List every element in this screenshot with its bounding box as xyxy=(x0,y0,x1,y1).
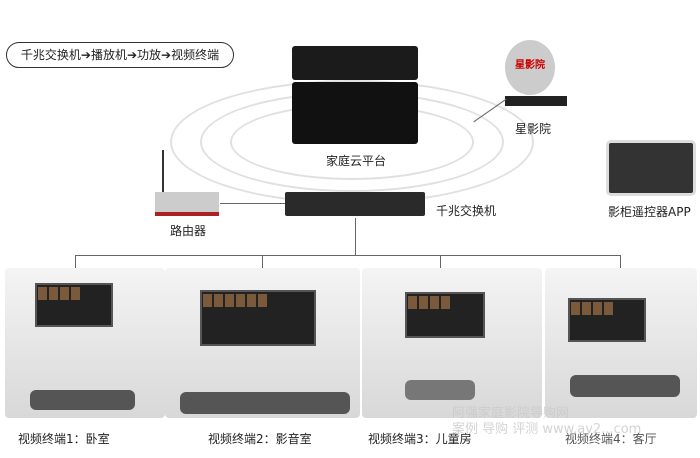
sofa-icon xyxy=(570,375,680,397)
terminal-label: 视频终端2：影音室 xyxy=(208,432,312,446)
link-line xyxy=(220,203,286,204)
tv-icon xyxy=(35,283,113,327)
cloud-label: 家庭云平台 xyxy=(326,154,387,168)
tv-icon xyxy=(568,298,646,342)
sofa-icon xyxy=(180,392,350,414)
link-line xyxy=(355,218,356,255)
satellite-label: 星影院 xyxy=(515,122,552,136)
switch-icon xyxy=(285,192,425,216)
table-icon xyxy=(405,380,475,400)
cloud-server-icon xyxy=(292,82,418,144)
router-icon xyxy=(155,192,219,216)
link-line xyxy=(440,255,441,269)
satellite-receiver-icon xyxy=(505,96,567,106)
bus-line xyxy=(75,255,621,256)
tablet-icon xyxy=(606,140,696,196)
tv-icon xyxy=(405,292,485,338)
cloud-server-top xyxy=(292,46,418,80)
tv-icon xyxy=(200,290,316,346)
switch-label: 千兆交换机 xyxy=(436,204,497,218)
flow-label: 千兆交换机➔播放机➔功放➔视频终端 xyxy=(6,42,234,68)
app-label: 影柜遥控器APP xyxy=(608,205,691,219)
router-antenna-icon xyxy=(162,150,164,195)
link-line xyxy=(75,255,76,269)
link-line xyxy=(262,255,263,269)
terminal-label: 视频终端3：儿童房 xyxy=(368,432,472,446)
watermark-line1: 阿强家庭影院导购网 xyxy=(452,406,570,421)
terminal-label: 视频终端1：卧室 xyxy=(18,432,110,446)
watermark-line2: 案例 导购 评测 www.av2...com xyxy=(452,422,642,437)
satellite-dish-icon xyxy=(505,40,555,95)
router-label: 路由器 xyxy=(170,224,207,238)
terminal-label: 视频终端4：客厅 xyxy=(565,432,657,446)
link-line xyxy=(620,255,621,269)
bed-icon xyxy=(30,390,135,410)
satellite-logo: 星影院 xyxy=(515,60,545,71)
